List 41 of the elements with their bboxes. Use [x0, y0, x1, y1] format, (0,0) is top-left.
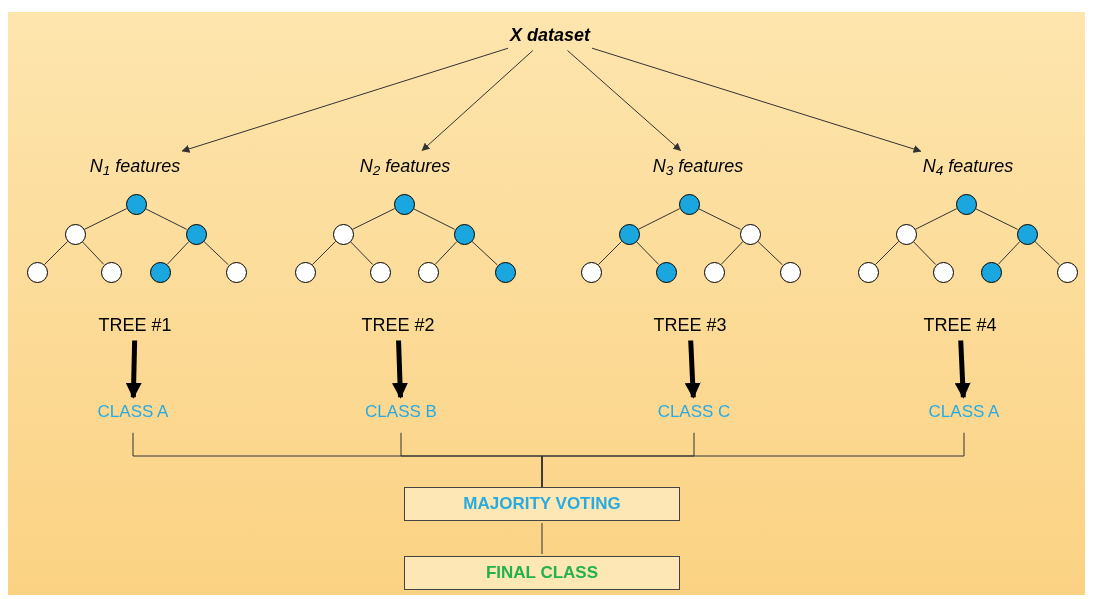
arrow [181, 47, 509, 153]
thick-arrow [954, 340, 971, 399]
arrow [421, 50, 534, 152]
connector-line [541, 432, 965, 488]
feature-label: N$_{2}$ features [359, 152, 451, 180]
connector-line [720, 241, 744, 265]
connector-line [874, 240, 900, 266]
connector-line [997, 241, 1021, 265]
process-box: MAJORITY VOTING [404, 487, 680, 521]
connector-line [43, 240, 69, 266]
connector-line [166, 241, 190, 265]
process-box: FINAL CLASS [404, 556, 680, 590]
connector-line [81, 241, 105, 265]
connector-line [541, 522, 543, 555]
connector-line [311, 240, 337, 266]
connector-line [471, 240, 498, 266]
connector-line [597, 240, 623, 266]
thick-arrow [684, 340, 701, 399]
class-label: CLASS A [928, 399, 1000, 425]
arrow [591, 47, 922, 153]
thick-arrow [125, 340, 142, 399]
feature-label: N$_{3}$ features [652, 152, 744, 180]
class-label: CLASS C [657, 399, 731, 425]
feature-label: N$_{1}$ features [89, 152, 181, 180]
connector-line [1034, 240, 1060, 266]
feature-label: N$_{4}$ features [922, 152, 1014, 180]
tree-label: TREE #4 [923, 311, 997, 339]
connector-line [912, 241, 937, 265]
connector-line [203, 240, 229, 266]
tree-label: TREE #2 [361, 311, 435, 339]
tree-label: TREE #1 [98, 311, 172, 339]
class-label: CLASS A [97, 399, 169, 425]
connector-line [757, 240, 783, 266]
connector-line [349, 241, 374, 265]
dataset-label: X dataset [510, 21, 590, 49]
connector-line [635, 241, 660, 265]
thick-arrow [392, 340, 408, 399]
connector-line [434, 241, 458, 265]
tree-label: TREE #3 [653, 311, 727, 339]
class-label: CLASS B [365, 399, 437, 425]
arrow [567, 50, 682, 152]
